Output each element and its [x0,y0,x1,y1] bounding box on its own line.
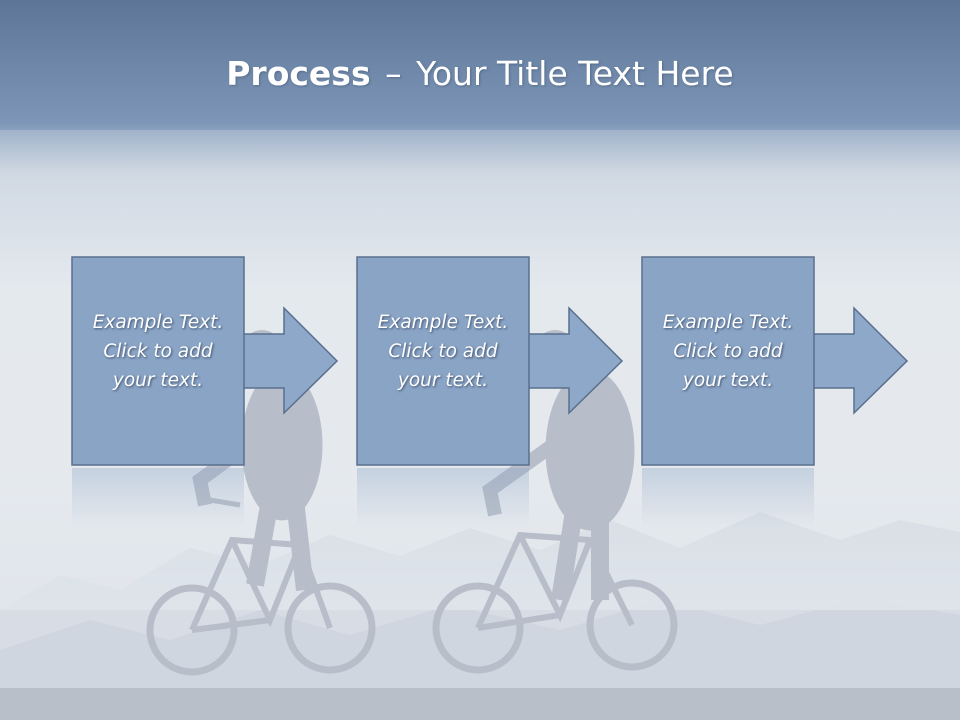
title-dash: – [385,54,402,93]
step-1-text[interactable]: Example Text. Click to add your text. [92,312,224,391]
title-text: Your Title Text Here [416,54,734,93]
process-step-3[interactable]: Example Text. Click to add your text. [641,256,960,528]
arrow-icon [527,306,624,415]
process-step-1[interactable]: Example Text. Click to add your text. [71,256,411,528]
step-3-text[interactable]: Example Text. Click to add your text. [662,312,794,391]
arrow-icon [242,306,339,415]
step-shape [71,256,339,528]
ground [0,688,960,720]
step-shape [641,256,909,528]
slide-title[interactable]: Process – Your Title Text Here [0,50,960,98]
title-bold-part: Process [226,54,371,93]
process-step-2[interactable]: Example Text. Click to add your text. [356,256,696,528]
step-shape [356,256,624,528]
step-2-text[interactable]: Example Text. Click to add your text. [377,312,509,391]
arrow-icon [812,306,909,415]
